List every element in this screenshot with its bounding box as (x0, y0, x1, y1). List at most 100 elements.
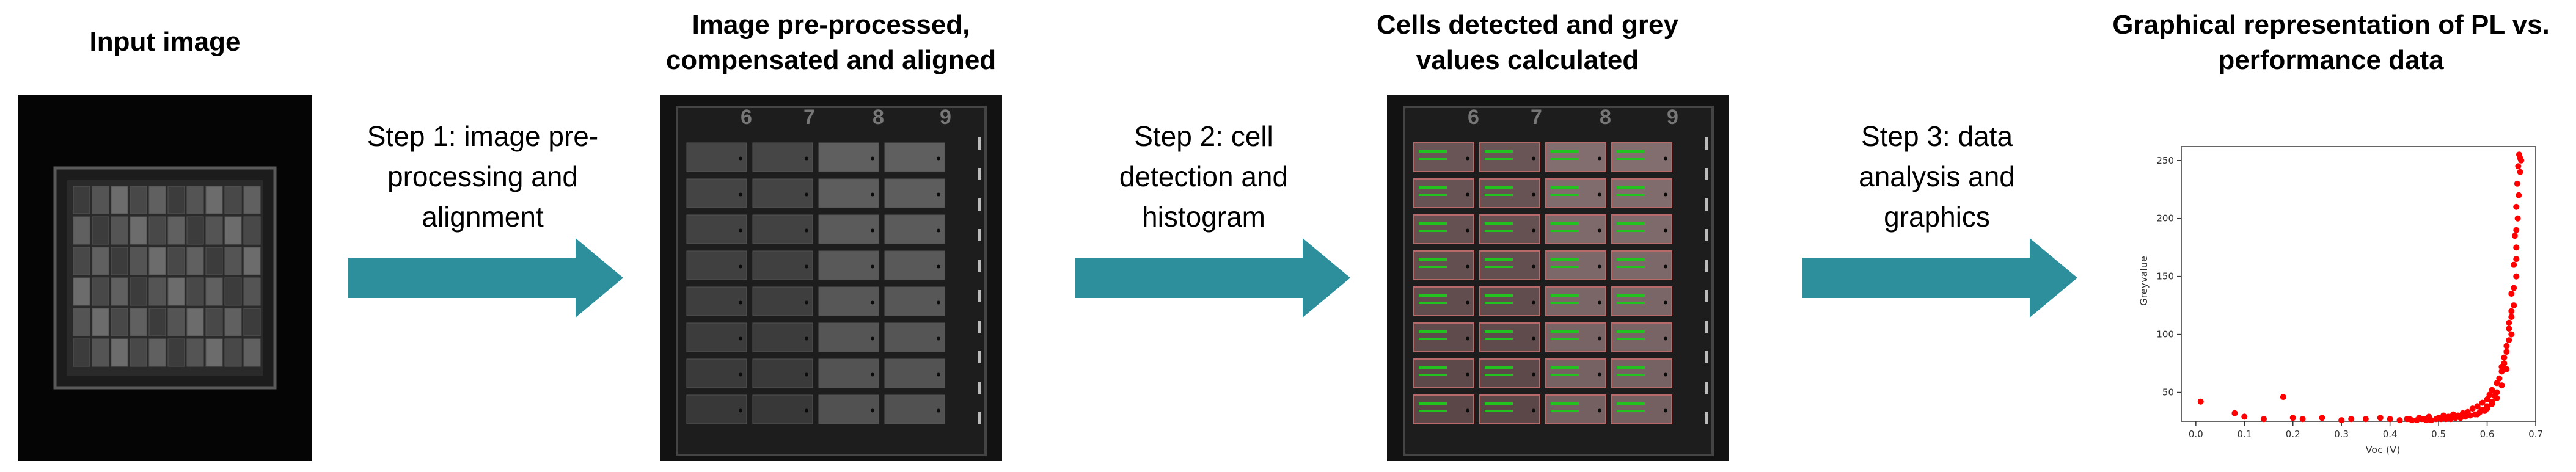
scatter-point (2513, 273, 2520, 280)
x-tick-label: 0.3 (2334, 429, 2349, 440)
plate-cell (1545, 142, 1606, 172)
step-1-arrow-shape (348, 238, 623, 318)
cell-grey-value-annotation (1617, 266, 1645, 268)
scatter-point (2396, 417, 2403, 424)
x-tick-label: 0.1 (2237, 429, 2252, 440)
cell-grey-value-annotation (1419, 302, 1447, 304)
input-cell (243, 338, 261, 367)
scatter-point (2513, 203, 2520, 210)
plate-cell (818, 286, 879, 316)
scatter-point (2472, 411, 2478, 418)
input-cell (130, 308, 147, 336)
cell-grey-value-annotation (1485, 366, 1513, 369)
plate-edge-marker (978, 382, 981, 394)
plate-cell (1479, 358, 1540, 388)
input-cell (148, 277, 166, 306)
cell-grey-value-annotation (1485, 266, 1513, 268)
cell-contact-dot (1466, 372, 1469, 377)
input-cell (148, 216, 166, 245)
input-cell (130, 338, 147, 367)
cell-contact-dot (805, 228, 808, 233)
input-cell (205, 308, 223, 336)
scatter-point (2494, 380, 2500, 387)
cell-grey-value-annotation (1485, 186, 1513, 189)
plate-col-label-7: 7 (803, 106, 815, 129)
scatter-point (2377, 415, 2384, 421)
input-cell (205, 186, 223, 214)
cell-contact-dot (1598, 372, 1601, 377)
cell-contact-dot (1664, 264, 1667, 269)
scatter-point (2467, 412, 2473, 419)
cell-grey-value-annotation (1419, 374, 1447, 376)
cell-grey-value-annotation (1551, 158, 1579, 160)
cell-grey-value-annotation (1485, 258, 1513, 261)
scatter-point (2513, 256, 2520, 263)
scatter-point (2280, 394, 2286, 401)
input-cell (186, 216, 204, 245)
plate-edge-marker (978, 412, 981, 424)
scatter-point (2514, 180, 2520, 187)
cell-contact-dot (805, 372, 808, 377)
plate-cell (1545, 322, 1606, 352)
y-tick-label: 50 (2162, 387, 2174, 398)
cell-grey-value-annotation (1551, 330, 1579, 333)
cell-contact-dot (739, 336, 742, 341)
scatter-point (2508, 331, 2515, 338)
cell-grey-value-annotation (1485, 294, 1513, 297)
chart-xlabel: Voc (V) (2366, 444, 2401, 456)
cell-grey-value-annotation (1551, 230, 1579, 232)
cell-contact-dot (1664, 192, 1667, 197)
cell-contact-dot (1664, 408, 1667, 413)
scatter-point (2508, 314, 2515, 321)
cell-grey-value-annotation (1551, 366, 1579, 369)
scatter-point (2511, 285, 2517, 291)
input-cell (73, 216, 90, 245)
plate-cell (686, 178, 747, 208)
cell-grey-value-annotation (1419, 366, 1447, 369)
cell-grey-value-annotation (1551, 194, 1579, 196)
scatter-point (2496, 375, 2503, 382)
plate-cell (752, 394, 813, 424)
cell-contact-dot (1598, 408, 1601, 413)
plate-cell (884, 214, 945, 244)
cell-contact-dot (1466, 192, 1469, 197)
cell-grey-value-annotation (1419, 222, 1447, 225)
cell-contact-dot (1664, 228, 1667, 233)
input-cell (73, 247, 90, 275)
input-cell (92, 216, 109, 245)
plate-cell (884, 142, 945, 172)
cell-contact-dot (871, 372, 874, 377)
cell-contact-dot (1532, 300, 1535, 305)
input-cell (186, 247, 204, 275)
scatter-point (2479, 399, 2486, 406)
cell-contact-dot (805, 156, 808, 161)
cell-grey-value-annotation (1419, 150, 1447, 153)
cell-contact-dot (937, 300, 940, 305)
x-tick-label: 0.2 (2286, 429, 2300, 440)
cell-grey-value-annotation (1485, 338, 1513, 340)
cell-contact-dot (1664, 156, 1667, 161)
step-1-arrow (348, 238, 623, 318)
scatter-point (2413, 417, 2420, 424)
cell-grey-value-annotation (1617, 186, 1645, 189)
cell-grey-value-annotation (1551, 338, 1579, 340)
input-cell (92, 186, 109, 214)
plate-cell (686, 322, 747, 352)
input-cell (224, 338, 242, 367)
cell-grey-value-annotation (1617, 222, 1645, 225)
plate-cell (686, 214, 747, 244)
plate-cell (818, 394, 879, 424)
plate-cell (1611, 214, 1672, 244)
plate-edge-marker (978, 260, 981, 272)
plate-cell (1479, 286, 1540, 316)
input-cell (92, 247, 109, 275)
cell-contact-dot (739, 372, 742, 377)
plate-cell (1611, 178, 1672, 208)
scatter-point (2484, 396, 2490, 402)
cell-grey-value-annotation (1617, 402, 1645, 405)
plate-cell (686, 142, 747, 172)
cell-contact-dot (871, 228, 874, 233)
cell-contact-dot (1664, 336, 1667, 341)
input-cell (111, 186, 128, 214)
plate-edge-marker (1705, 290, 1708, 302)
